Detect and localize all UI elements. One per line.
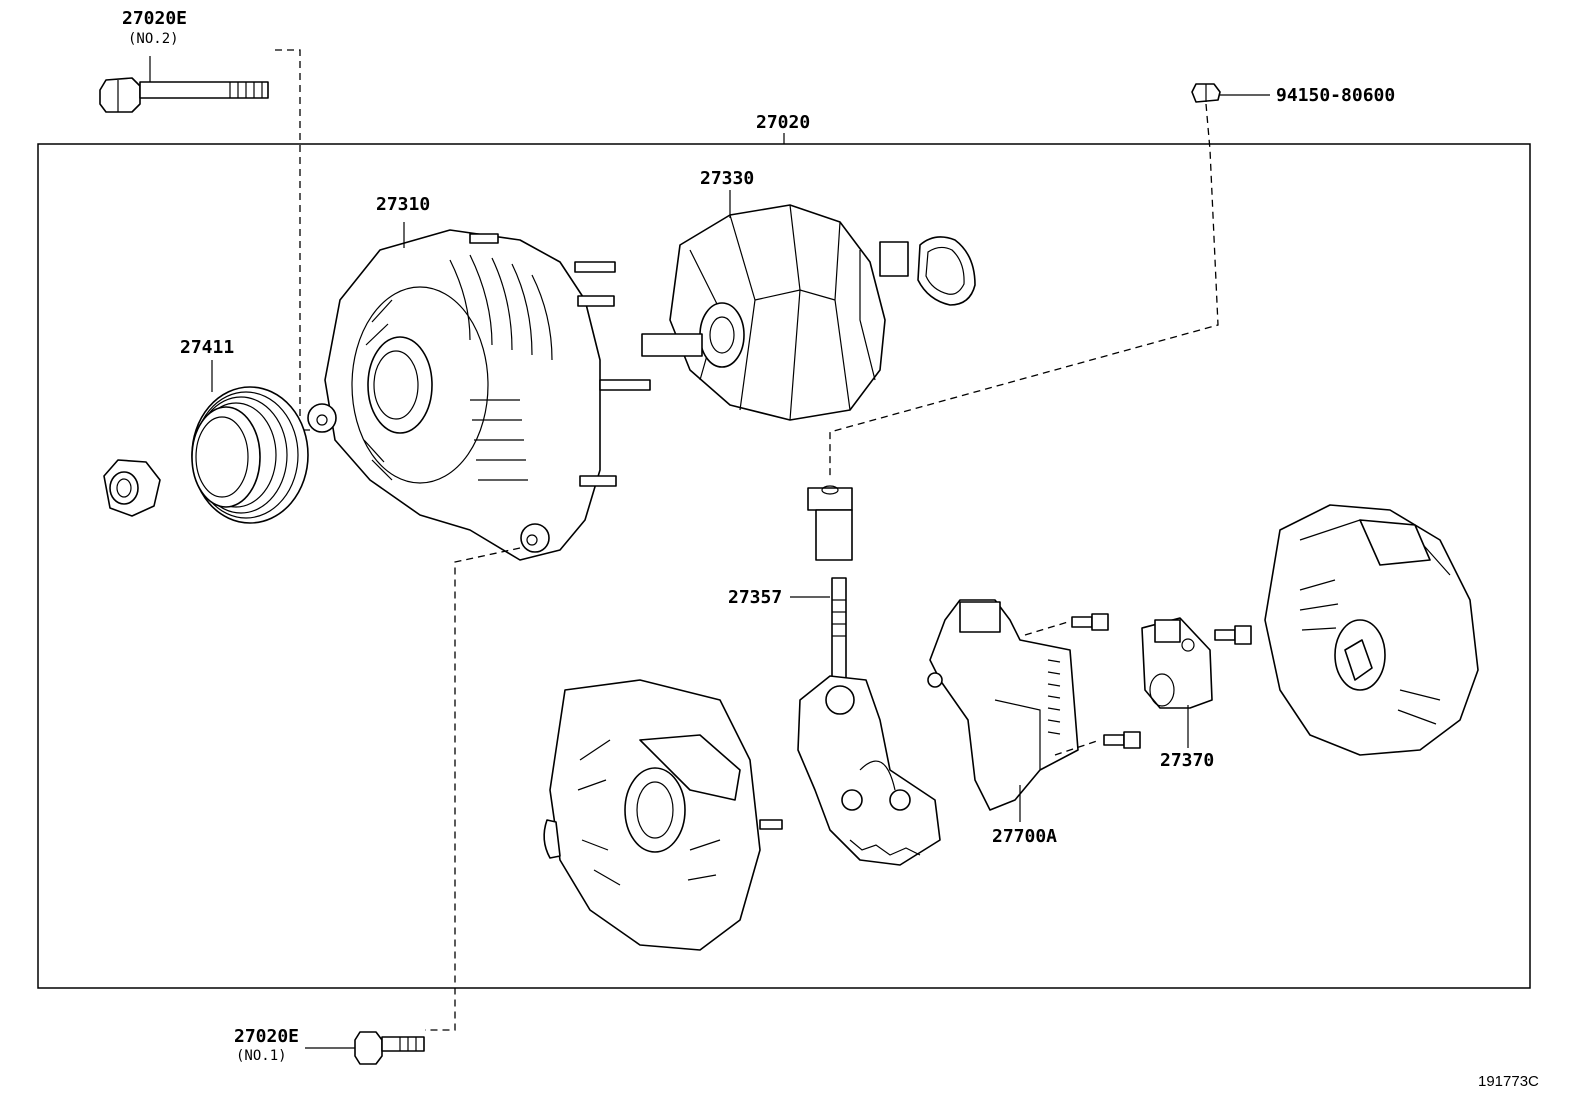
pulley-nut xyxy=(103,459,161,517)
rear-end-frame xyxy=(543,679,783,951)
terminal-insulator xyxy=(807,485,853,561)
rectifier-27357 xyxy=(790,577,941,866)
label-bolt-top: 27020E xyxy=(122,8,187,29)
bolt-no2 xyxy=(99,56,269,113)
label-bolt-bottom-note: (NO.1) xyxy=(236,1048,287,1064)
label-bolt-bottom: 27020E xyxy=(234,1026,299,1047)
rear-cover xyxy=(1264,504,1479,756)
diagram-code: 191773C xyxy=(1478,1073,1539,1090)
label-brush-holder: 27370 xyxy=(1160,750,1214,771)
pulley-27411 xyxy=(191,360,309,524)
regulator-27700a xyxy=(927,599,1079,822)
bearing-ring xyxy=(917,236,976,306)
regulator-screw-lower xyxy=(1103,731,1141,749)
bolt-no1 xyxy=(305,1031,425,1065)
label-nut-top: 94150-80600 xyxy=(1276,85,1395,106)
label-regulator: 27700A xyxy=(992,826,1057,847)
label-terminal: 27357 xyxy=(728,587,782,608)
brush-holder-27370 xyxy=(1141,617,1213,748)
label-frame: 27310 xyxy=(376,194,430,215)
rotor-27330 xyxy=(641,190,909,421)
regulator-screw-upper xyxy=(1071,613,1109,631)
nut-94150 xyxy=(1191,83,1270,103)
label-rotor: 27330 xyxy=(700,168,754,189)
label-assembly: 27020 xyxy=(756,112,810,133)
brush-holder-screw xyxy=(1214,625,1252,645)
label-pulley: 27411 xyxy=(180,337,234,358)
drive-end-frame-27310 xyxy=(307,222,651,561)
label-bolt-top-note: (NO.2) xyxy=(128,31,179,47)
